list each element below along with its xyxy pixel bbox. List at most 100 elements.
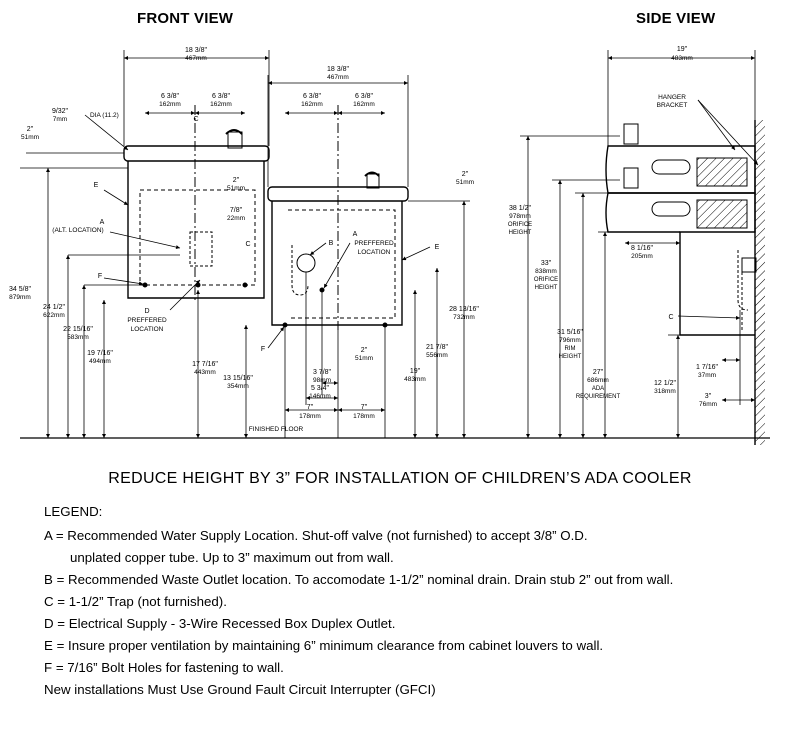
svg-text:556mm: 556mm: [426, 352, 448, 359]
svg-text:24 1/2": 24 1/2": [43, 304, 65, 311]
svg-text:B: B: [329, 240, 334, 247]
svg-text:1 7/16": 1 7/16": [696, 364, 718, 371]
svg-text:162mm: 162mm: [159, 101, 181, 108]
svg-text:796mm: 796mm: [559, 337, 581, 344]
upper-unit-basin: [123, 145, 270, 162]
svg-text:978mm: 978mm: [509, 213, 531, 220]
svg-text:162mm: 162mm: [353, 101, 375, 108]
svg-text:RIM: RIM: [565, 346, 576, 352]
svg-text:9/32": 9/32": [52, 108, 69, 115]
svg-text:178mm: 178mm: [299, 413, 321, 420]
svg-text:178mm: 178mm: [353, 413, 375, 420]
svg-text:162mm: 162mm: [210, 101, 232, 108]
side-upper-louvers: [696, 157, 748, 187]
side-view-title: SIDE VIEW: [636, 10, 716, 27]
svg-text:3": 3": [705, 393, 712, 400]
legend-heading: LEGEND:: [44, 504, 103, 519]
svg-text:BRACKET: BRACKET: [657, 102, 688, 109]
svg-text:37mm: 37mm: [698, 372, 716, 379]
svg-text:19": 19": [677, 46, 688, 53]
svg-text:7/8": 7/8": [230, 207, 243, 214]
front-view-leaders: [84, 114, 431, 349]
side-bubbler-bottom: [623, 167, 639, 189]
svg-text:8 1/16": 8 1/16": [631, 245, 653, 252]
svg-text:13 15/16": 13 15/16": [223, 375, 253, 382]
svg-text:146mm: 146mm: [309, 393, 331, 400]
svg-text:31 5/16": 31 5/16": [557, 329, 583, 336]
svg-text:467mm: 467mm: [185, 55, 207, 62]
svg-text:162mm: 162mm: [301, 101, 323, 108]
dim-upper-width: 18 3/8": [185, 47, 207, 54]
lower-bubbler: [366, 173, 380, 189]
svg-text:5 3/4": 5 3/4": [311, 385, 330, 392]
svg-text:494mm: 494mm: [89, 358, 111, 365]
svg-text:6 3/8": 6 3/8": [161, 93, 180, 100]
electrical-box-d: [189, 231, 213, 267]
svg-text:6 3/8": 6 3/8": [355, 93, 374, 100]
legend-item-a: A = Recommended Water Supply Location. S…: [44, 528, 588, 543]
svg-text:C: C: [668, 314, 673, 321]
svg-text:HEIGHT: HEIGHT: [559, 354, 582, 360]
svg-text:467mm: 467mm: [327, 74, 349, 81]
svg-text:HEIGHT: HEIGHT: [535, 285, 558, 291]
svg-text:2": 2": [462, 171, 469, 178]
svg-text:E: E: [435, 244, 440, 251]
side-bubbler-top: [623, 123, 639, 145]
legend-item-d: D = Electrical Supply - 3-Wire Recessed …: [44, 616, 396, 631]
svg-text:51mm: 51mm: [21, 134, 39, 141]
svg-text:19": 19": [410, 368, 421, 375]
side-view-leaders: [677, 99, 759, 320]
side-view-labels: 19" 483mm 38 1/2" 978mm ORIFICE HEIGHT 3…: [508, 46, 719, 408]
svg-text:F: F: [261, 346, 265, 353]
svg-text:DIA (11.2): DIA (11.2): [90, 112, 119, 119]
side-lower-louvers: [696, 199, 748, 229]
svg-text:REQUIREMENT: REQUIREMENT: [576, 394, 621, 400]
legend: LEGEND: A = Recommended Water Supply Loc…: [44, 503, 784, 703]
svg-text:C: C: [245, 241, 250, 248]
svg-text:838mm: 838mm: [535, 268, 557, 275]
svg-text:7": 7": [307, 404, 314, 411]
svg-text:17 7/16": 17 7/16": [192, 361, 218, 368]
lower-unit-skirt: [288, 209, 396, 319]
svg-text:732mm: 732mm: [453, 314, 475, 321]
legend-item-a-continued: unplated copper tube. Up to 3” maximum o…: [70, 550, 394, 565]
svg-text:LOCATION: LOCATION: [131, 326, 164, 333]
svg-text:A: A: [100, 219, 105, 226]
svg-text:28 13/16": 28 13/16": [449, 306, 479, 313]
svg-text:2": 2": [233, 177, 240, 184]
svg-text:ORIFICE: ORIFICE: [508, 222, 532, 228]
svg-text:205mm: 205mm: [631, 253, 653, 260]
svg-text:7mm: 7mm: [53, 116, 67, 123]
waste-outlet-b: [296, 253, 316, 273]
legend-item-b: B = Recommended Waste Outlet location. T…: [44, 572, 674, 587]
svg-text:F: F: [98, 273, 102, 280]
svg-text:443mm: 443mm: [194, 369, 216, 376]
svg-text:FINISHED FLOOR: FINISHED FLOOR: [249, 426, 304, 433]
legend-gfci-note: New installations Must Use Ground Fault …: [44, 682, 436, 697]
svg-text:622mm: 622mm: [43, 312, 65, 319]
svg-text:583mm: 583mm: [67, 334, 89, 341]
svg-text:(ALT. LOCATION): (ALT. LOCATION): [52, 227, 103, 234]
svg-text:879mm: 879mm: [9, 294, 31, 301]
svg-text:2": 2": [361, 347, 368, 354]
svg-text:C: C: [193, 116, 198, 123]
upper-concealed-area: [139, 189, 256, 286]
svg-text:483mm: 483mm: [671, 55, 693, 62]
svg-text:E: E: [94, 182, 99, 189]
side-view-dimension-lines: [520, 50, 756, 438]
svg-text:76mm: 76mm: [699, 401, 717, 408]
svg-text:HEIGHT: HEIGHT: [509, 230, 532, 236]
front-view-title: FRONT VIEW: [137, 10, 234, 27]
installation-drawing: 18 3/8" 467mm 18 3/8" 467mm 6 3/8" 162mm…: [9, 46, 770, 445]
svg-text:33": 33": [541, 260, 552, 267]
upper-bubbler: [227, 131, 243, 149]
legend-item-e: E = Insure proper ventilation by maintai…: [44, 638, 604, 653]
svg-text:27": 27": [593, 369, 604, 376]
svg-text:22mm: 22mm: [227, 215, 245, 222]
svg-text:A: A: [353, 231, 358, 238]
front-view-labels: 18 3/8" 467mm 18 3/8" 467mm 6 3/8" 162mm…: [9, 47, 479, 433]
svg-text:686mm: 686mm: [587, 377, 609, 384]
svg-text:12 1/2": 12 1/2": [654, 380, 676, 387]
svg-text:51mm: 51mm: [227, 185, 245, 192]
svg-text:2": 2": [27, 126, 34, 133]
